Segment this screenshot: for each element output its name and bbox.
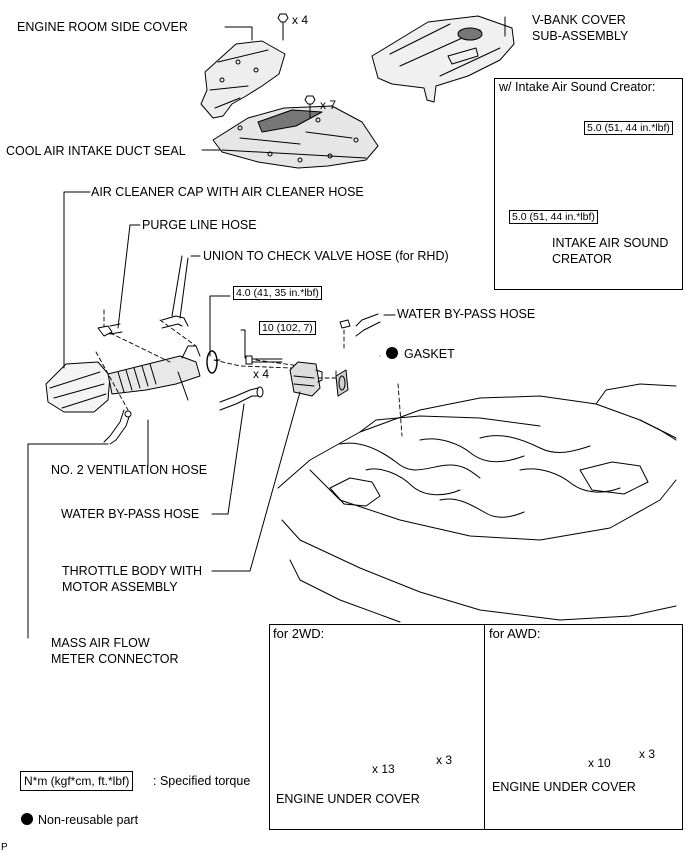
label-intake-air-sound-line1: INTAKE AIR SOUND xyxy=(552,236,669,250)
label-water-bypass-hose-left: WATER BY-PASS HOSE xyxy=(61,507,200,521)
label-mass-air-flow-line2: METER CONNECTOR xyxy=(51,652,179,666)
label-engine-under-cover-2wd: ENGINE UNDER COVER xyxy=(276,792,420,806)
label-throttle-body-line2: MOTOR ASSEMBLY xyxy=(62,580,178,594)
count-side-cover-bolts: x 4 xyxy=(292,13,309,27)
air-cleaner-cap-with-hose xyxy=(45,345,201,413)
count-throttle-bolts: x 4 xyxy=(253,367,270,381)
label-mass-air-flow-line1: MASS AIR FLOW xyxy=(51,636,150,650)
legend-torque-unit-box: N*m (kgf*cm, ft.*lbf) xyxy=(20,771,134,791)
label-engine-room-side-cover: ENGINE ROOM SIDE COVER xyxy=(17,20,188,34)
label-air-cleaner-cap: AIR CLEANER CAP WITH AIR CLEANER HOSE xyxy=(91,185,364,199)
page-marker: P xyxy=(1,842,8,853)
water-bypass-hose-left xyxy=(219,386,264,411)
leader-lines xyxy=(27,16,506,639)
torque-box-sound-creator-upper: 5.0 (51, 44 in.*lbf) xyxy=(584,121,673,135)
count-awd-clips: x 3 xyxy=(639,747,656,761)
gasket-part xyxy=(335,369,349,397)
count-awd-bolts: x 10 xyxy=(588,756,611,770)
vehicle-engine-bay xyxy=(277,383,677,623)
legend-nonreusable-dot-icon xyxy=(21,813,33,825)
panel-divider xyxy=(484,624,485,829)
torque-box-sound-creator-lower: 5.0 (51, 44 in.*lbf) xyxy=(509,210,598,224)
sound-creator-panel-title: w/ Intake Air Sound Creator: xyxy=(499,80,656,94)
throttle-bolt xyxy=(245,355,283,365)
legend-nonreusable-text: Non-reusable part xyxy=(38,813,139,827)
purge-line-hose xyxy=(97,323,123,337)
throttle-body xyxy=(289,361,323,397)
no2-ventilation-hose xyxy=(103,409,132,445)
label-water-bypass-hose-right: WATER BY-PASS HOSE xyxy=(397,307,536,321)
under-cover-panel xyxy=(269,624,683,830)
count-duct-seal-clips: x 7 xyxy=(320,98,337,112)
label-purge-line-hose: PURGE LINE HOSE xyxy=(142,218,257,232)
cool-air-intake-duct-seal xyxy=(212,105,379,169)
torque-box-throttle-bolt: 10 (102, 7) xyxy=(259,321,316,335)
legend-torque-desc: : Specified torque xyxy=(153,774,251,788)
label-v-bank-cover-line2: SUB-ASSEMBLY xyxy=(532,29,629,43)
label-no2-ventilation-hose: NO. 2 VENTILATION HOSE xyxy=(51,463,208,477)
nonreusable-dot-icon xyxy=(386,347,398,359)
label-intake-air-sound-line2: CREATOR xyxy=(552,252,612,266)
v-bank-cover xyxy=(371,15,515,103)
torque-box-hose-clamp: 4.0 (41, 35 in.*lbf) xyxy=(233,286,322,300)
under-cover-awd-title: for AWD: xyxy=(489,626,541,641)
water-bypass-hose-right xyxy=(339,313,381,337)
label-gasket: GASKET xyxy=(404,347,455,361)
hose-clamp xyxy=(206,350,221,374)
bolt-icon xyxy=(277,13,289,41)
clip-icon xyxy=(304,95,316,119)
engine-room-side-cover xyxy=(200,40,286,119)
under-cover-2wd-title: for 2WD: xyxy=(273,626,325,641)
label-v-bank-cover-line1: V-BANK COVER xyxy=(532,13,626,27)
sound-creator-panel xyxy=(494,78,683,290)
label-throttle-body-line1: THROTTLE BODY WITH xyxy=(62,564,203,578)
label-engine-under-cover-awd: ENGINE UNDER COVER xyxy=(492,780,636,794)
label-cool-air-intake-duct-seal: COOL AIR INTAKE DUCT SEAL xyxy=(6,144,186,158)
count-2wd-bolts: x 13 xyxy=(372,762,395,776)
label-union-to-check-valve-hose: UNION TO CHECK VALVE HOSE (for RHD) xyxy=(203,249,449,263)
union-to-check-valve-hose xyxy=(161,255,189,329)
count-2wd-clips: x 3 xyxy=(436,753,453,767)
